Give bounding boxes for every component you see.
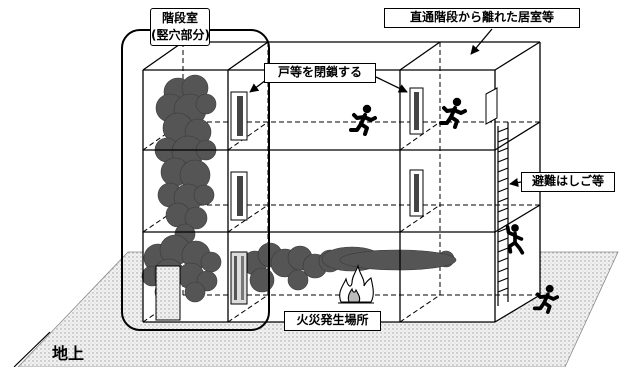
door-panel xyxy=(414,92,419,130)
stairwell-door-1f-open xyxy=(230,251,248,305)
door-panel xyxy=(414,174,419,212)
flame-outer xyxy=(339,263,374,303)
ladder-rung xyxy=(497,147,509,153)
flame-inner xyxy=(347,287,361,303)
room-door-2f xyxy=(409,169,424,217)
ground-edge xyxy=(13,331,51,367)
stairwell-label-title: 階段室 xyxy=(161,11,198,25)
ladder-rung xyxy=(497,287,509,293)
smoke-puff xyxy=(249,267,275,293)
arrow-icon xyxy=(509,178,522,188)
ladder-rung xyxy=(497,207,509,213)
door-panel xyxy=(234,256,237,300)
ladder-rung xyxy=(497,167,509,173)
smoke-cloud-icon xyxy=(141,74,457,303)
floor-side-edge xyxy=(494,204,541,233)
ladder-rung xyxy=(497,277,509,283)
stairwell-label: 階段室 (竪穴部分) xyxy=(150,8,210,46)
roof-depth-edge xyxy=(142,41,184,71)
floor-side-edge xyxy=(494,121,541,151)
stairwell-door-3f xyxy=(230,91,248,141)
ladder-rung xyxy=(497,157,509,163)
roof-depth-edge xyxy=(494,41,541,71)
ladder-rung xyxy=(497,267,509,273)
ladder-rung xyxy=(497,237,509,243)
smoke-puff xyxy=(193,184,215,206)
base-side-edge xyxy=(494,294,541,323)
smoke-puff xyxy=(195,93,217,115)
door-panel xyxy=(241,256,244,300)
stairwell-ground-opening xyxy=(155,265,181,321)
smoke-puff xyxy=(184,281,206,303)
door-panel xyxy=(237,176,243,216)
arrow-icon xyxy=(249,79,267,93)
ground-label: 地上 xyxy=(52,344,85,363)
ladder-rung xyxy=(497,127,509,133)
ladder-rung xyxy=(497,217,509,223)
floor-depth-edge xyxy=(399,294,441,323)
ladder-rung xyxy=(497,137,509,143)
ladder-rung xyxy=(497,247,509,253)
floor-depth-edge xyxy=(399,121,441,151)
door-icon xyxy=(230,251,248,305)
floor-depth-edge xyxy=(227,294,269,323)
remote-room-label: 直通階段から離れた居室等 xyxy=(384,8,580,28)
stairwell-door-2f xyxy=(230,171,248,221)
smoke-puff xyxy=(287,269,309,291)
floor-depth-edge xyxy=(227,121,269,151)
room-door-3f xyxy=(409,87,424,135)
evacuation-ladder-label: 避難はしご等 xyxy=(521,172,615,192)
stairwell-label-note: (竪穴部分) xyxy=(151,28,210,42)
smoke-puff xyxy=(200,251,222,273)
arrow-icon xyxy=(470,28,493,55)
ladder-rung xyxy=(497,197,509,203)
arrow-icon xyxy=(375,76,408,93)
floor-depth-edge xyxy=(399,204,441,233)
close-doors-label: 戸等を閉鎖する xyxy=(264,63,376,83)
callout-arrows xyxy=(249,28,522,188)
smoke-trail xyxy=(339,249,457,271)
ladder-rung xyxy=(497,257,509,263)
roof-depth-edge xyxy=(227,41,269,71)
ladder-rung xyxy=(497,187,509,193)
fire-icon xyxy=(338,263,374,304)
roof-depth-edge xyxy=(399,41,441,71)
door-panel xyxy=(237,96,243,136)
side-window xyxy=(485,87,498,125)
ladder-rung xyxy=(497,177,509,183)
smoke-puff xyxy=(184,206,208,230)
fire-origin-label: 火災発生場所 xyxy=(284,311,381,331)
floor-depth-edge xyxy=(227,204,269,233)
